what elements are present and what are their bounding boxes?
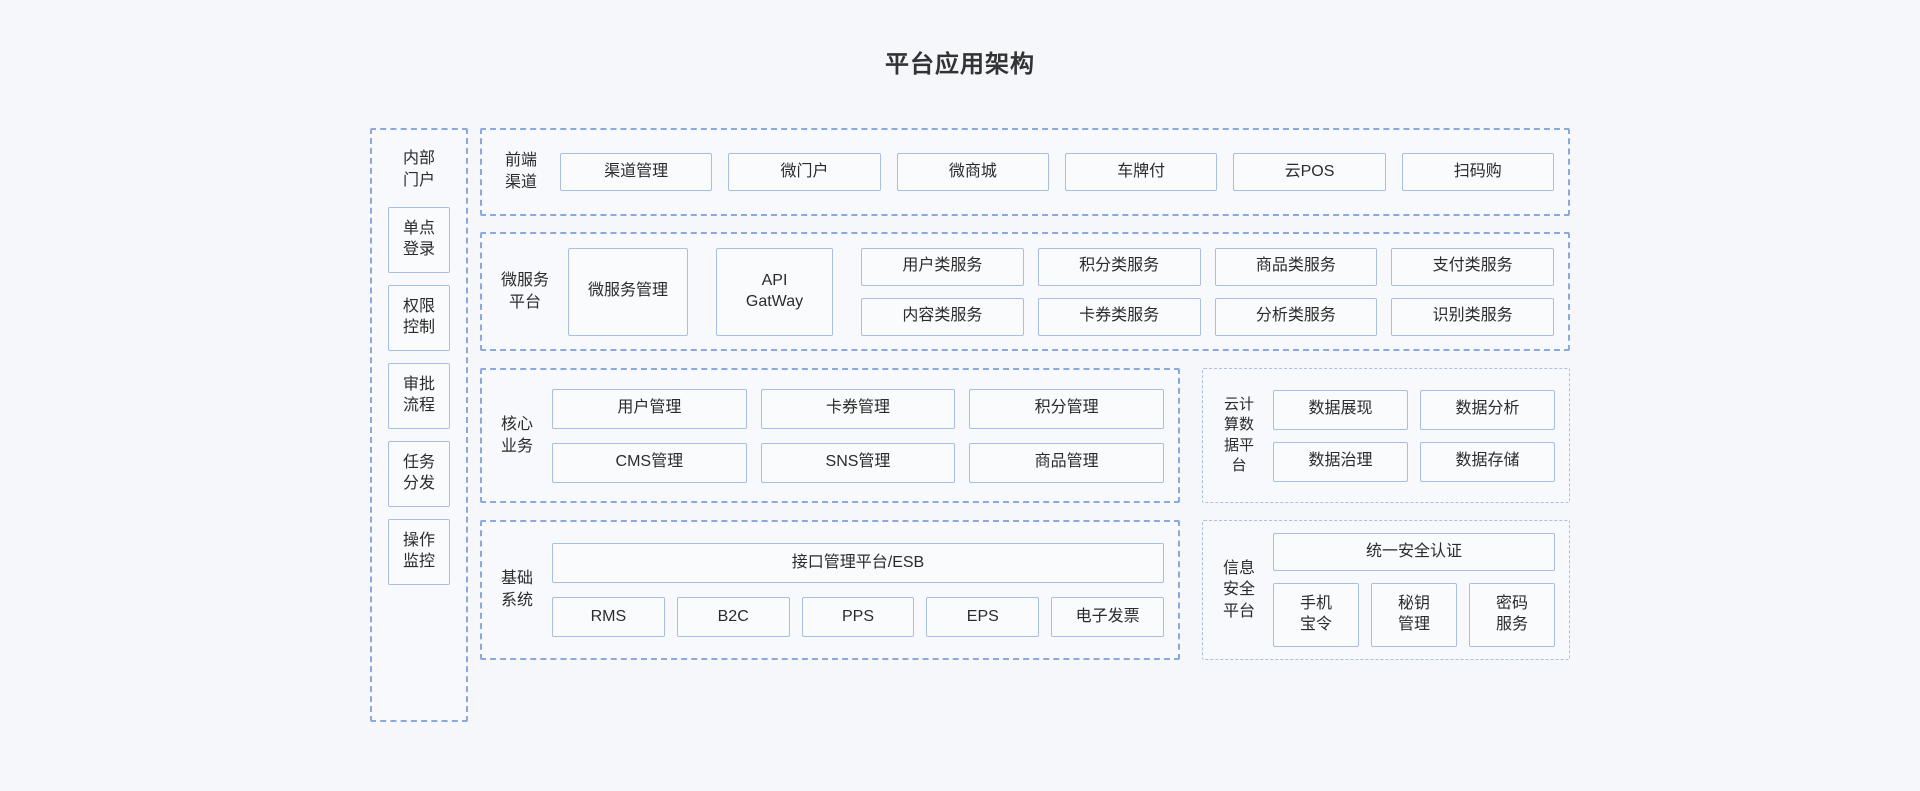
esb-interface-platform-box[interactable]: 接口管理平台/ESB [552,543,1164,583]
service-payment[interactable]: 支付类服务 [1391,247,1554,286]
sidebar-panel-label: 内部 门户 [402,150,435,189]
sidebar-item-operation-monitor[interactable]: 操作 监控 [388,519,450,586]
frontend-item-cloud-pos[interactable]: 云POS [1233,153,1386,191]
sidebar-item-sso[interactable]: 单点 登录 [388,207,450,274]
frontend-item-scan-purchase[interactable]: 扫码购 [1401,153,1554,191]
core-coupon-management[interactable]: 卡券管理 [760,388,956,429]
security-password-service[interactable]: 密码 服务 [1469,583,1555,647]
info-security-content: 统一安全认证 手机 宝令 秘钥 管理 密码 服务 [1273,533,1555,647]
frontend-item-micro-mall[interactable]: 微商城 [896,153,1049,191]
frontend-item-plate-pay[interactable]: 车牌付 [1064,153,1218,191]
core-points-management[interactable]: 积分管理 [969,388,1164,429]
service-coupon[interactable]: 卡券类服务 [1037,297,1201,336]
service-product[interactable]: 商品类服务 [1214,247,1378,286]
cloud-data-platform-panel: 云计 算数 据平 台 数据展现 数据分析 数据治理 数据存储 [1202,368,1570,503]
microservice-platform-panel: 微服务 平台 微服务管理 API GatWay 用户类服务 积分类服务 商品类服… [480,232,1570,351]
frontend-channel-list: 渠道管理 微门户 微商城 车牌付 云POS 扫码购 [560,153,1554,191]
info-security-platform-panel: 信息 安全 平台 统一安全认证 手机 宝令 秘钥 管理 密码 服务 [1202,520,1570,660]
service-analysis[interactable]: 分析类服务 [1214,297,1378,336]
service-points[interactable]: 积分类服务 [1037,247,1201,286]
microservice-platform-label: 微服务 平台 [500,271,549,311]
base-system-panel: 基础 系统 接口管理平台/ESB RMS B2C PPS EPS 电子发票 [480,520,1180,660]
info-security-item-row: 手机 宝令 秘钥 管理 密码 服务 [1273,583,1555,647]
core-sns-management[interactable]: SNS管理 [760,442,956,483]
core-business-grid: 用户管理 卡券管理 积分管理 CMS管理 SNS管理 商品管理 [552,388,1164,483]
frontend-item-micro-portal[interactable]: 微门户 [728,153,881,191]
security-mobile-token[interactable]: 手机 宝令 [1273,583,1359,647]
service-recognition[interactable]: 识别类服务 [1391,297,1554,336]
cloud-data-presentation[interactable]: 数据展现 [1273,389,1408,430]
base-system-content: 接口管理平台/ESB RMS B2C PPS EPS 电子发票 [552,543,1164,637]
unified-security-auth-box[interactable]: 统一安全认证 [1273,533,1555,571]
service-user[interactable]: 用户类服务 [861,247,1024,286]
base-item-eps[interactable]: EPS [926,597,1040,637]
base-item-pps[interactable]: PPS [801,597,915,637]
sidebar-item-task-dispatch[interactable]: 任务 分发 [388,441,450,508]
core-business-panel: 核心 业务 用户管理 卡券管理 积分管理 CMS管理 SNS管理 商品管理 [480,368,1180,503]
info-security-platform-label: 信息 安全 平台 [1222,559,1255,620]
cloud-data-analysis[interactable]: 数据分析 [1420,389,1555,430]
sidebar-item-permission[interactable]: 权限 控制 [388,285,450,352]
frontend-channel-panel: 前端 渠道 渠道管理 微门户 微商城 车牌付 云POS 扫码购 [480,128,1570,216]
core-product-management[interactable]: 商品管理 [969,442,1164,483]
core-business-label: 核心 业务 [500,415,533,455]
service-content[interactable]: 内容类服务 [861,297,1024,336]
base-system-item-row: RMS B2C PPS EPS 电子发票 [552,597,1164,637]
sidebar-item-approval[interactable]: 审批 流程 [388,363,450,430]
base-item-e-invoice[interactable]: 电子发票 [1051,597,1164,637]
base-system-label: 基础 系统 [500,570,533,609]
microservice-management-box[interactable]: 微服务管理 [568,247,688,336]
frontend-item-channel-management[interactable]: 渠道管理 [560,153,713,191]
microservice-service-grid: 用户类服务 积分类服务 商品类服务 支付类服务 内容类服务 卡券类服务 分析类服… [861,247,1554,336]
page-title: 平台应用架构 [885,51,1035,78]
sidebar-internal-portal-panel: 内部 门户 单点 登录 权限 控制 审批 流程 任务 分发 操作 监控 [370,128,468,722]
core-cms-management[interactable]: CMS管理 [552,442,747,483]
core-user-management[interactable]: 用户管理 [552,388,747,429]
security-key-management[interactable]: 秘钥 管理 [1371,583,1457,647]
cloud-data-storage[interactable]: 数据存储 [1420,441,1555,482]
frontend-channel-label: 前端 渠道 [504,152,537,191]
base-item-rms[interactable]: RMS [552,597,665,637]
api-gateway-box[interactable]: API GatWay [716,247,833,336]
base-item-b2c[interactable]: B2C [676,597,790,637]
cloud-data-governance[interactable]: 数据治理 [1273,441,1408,482]
cloud-data-grid: 数据展现 数据分析 数据治理 数据存储 [1273,389,1555,482]
cloud-data-platform-label: 云计 算数 据平 台 [1223,396,1254,474]
